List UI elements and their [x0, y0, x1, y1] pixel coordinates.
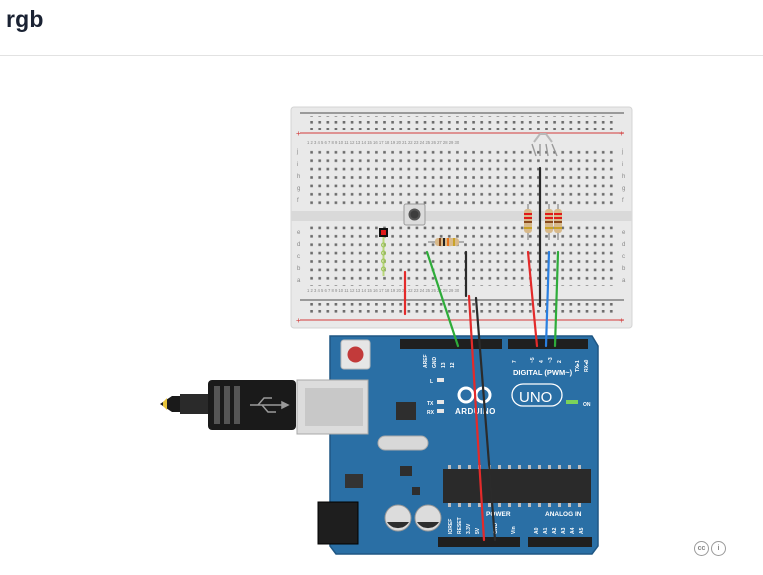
svg-text:a: a [297, 278, 301, 284]
svg-text:c: c [297, 254, 300, 260]
push-button[interactable] [403, 203, 426, 226]
pin-13-label: 13 [441, 362, 447, 368]
svg-text:j: j [621, 149, 623, 155]
digital-label: DIGITAL (PWM~) [513, 368, 573, 377]
svg-text:+: + [619, 129, 624, 138]
svg-text:i: i [622, 162, 623, 168]
svg-text:c: c [622, 254, 625, 260]
pin-3-label: ~3 [548, 357, 554, 363]
power-label: POWER [486, 511, 511, 518]
row-letters: j i h g f e d c b a j i h g f e d c b a [296, 149, 626, 284]
a5-label: A5 [579, 527, 585, 534]
wire-green-pin3 [553, 250, 560, 348]
wire-red-5v [467, 294, 486, 542]
attribution-icon: i [711, 541, 726, 556]
ioref-label: IOREF [448, 519, 454, 534]
wire-blue-pin4 [544, 250, 551, 348]
column-numbers-bottom: 1 2 3 4 5 6 7 8 9 10 11 12 13 14 15 16 1… [307, 288, 460, 293]
license-icons: cc i [694, 541, 726, 556]
tx-pin-label: TX▸1 [575, 360, 581, 372]
5v-label: 5V [475, 527, 481, 534]
svg-text:1 2 3 4 5 6 7 8 9 10 11 12 13: 1 2 3 4 5 6 7 8 9 10 11 12 13 14 15 16 1… [307, 140, 460, 145]
svg-text:e: e [297, 230, 301, 236]
a1-label: A1 [543, 527, 549, 534]
rx-led-label: RX [427, 410, 435, 416]
column-numbers-top: 1 2 3 4 5 6 7 8 9 10 11 12 13 14 15 16 1… [307, 140, 460, 145]
wire-green-button [425, 250, 460, 348]
arduino-uno-board[interactable]: DIGITAL (PWM~) POWER ANALOG IN ARDUINO U… [296, 335, 599, 555]
gnd-power-label: GND [493, 523, 499, 535]
svg-text:+: + [296, 316, 301, 325]
svg-text:j: j [296, 149, 298, 155]
a4-label: A4 [570, 527, 576, 534]
rx-pin-label: RX◂0 [584, 360, 590, 372]
wires[interactable] [403, 166, 560, 542]
on-label: ON [583, 402, 591, 408]
analog-label: ANALOG IN [545, 511, 582, 518]
pin-2-label: 2 [557, 360, 563, 363]
breadboard[interactable]: + + 1 2 3 4 5 6 7 8 9 10 11 12 13 14 15 … [290, 106, 633, 329]
button-resistor[interactable] [428, 238, 464, 246]
svg-text:f: f [622, 198, 624, 204]
a2-label: A2 [552, 527, 558, 534]
svg-text:b: b [297, 266, 301, 272]
title-divider [0, 55, 763, 56]
led-resistors[interactable] [524, 204, 562, 240]
svg-text:g: g [622, 186, 625, 192]
indicator-led[interactable] [379, 228, 388, 276]
page-title: rgb [6, 6, 44, 32]
svg-text:1 2 3 4 5 6 7 8 9 10 11 12 13: 1 2 3 4 5 6 7 8 9 10 11 12 13 14 15 16 1… [307, 288, 460, 293]
svg-text:+: + [296, 129, 301, 138]
gnd-pin-label: GND [432, 357, 438, 369]
wire-red-pin5 [526, 250, 539, 348]
pin-7-label: 7 [512, 360, 518, 363]
usb-icon [250, 397, 290, 413]
svg-text:d: d [297, 242, 300, 248]
svg-text:b: b [622, 266, 626, 272]
pin-5-label: ~5 [530, 357, 536, 363]
a3-label: A3 [561, 527, 567, 534]
reset-label: RESET [457, 517, 463, 534]
svg-text:a: a [622, 278, 626, 284]
aref-pin-label: AREF [423, 354, 429, 368]
svg-text:f: f [297, 198, 299, 204]
rgb-led[interactable] [531, 133, 558, 157]
3v3-label: 3.3V [466, 523, 472, 534]
usb-cable[interactable] [160, 380, 296, 430]
svg-text:i: i [297, 162, 298, 168]
l-led-label: L [430, 379, 433, 385]
a0-label: A0 [534, 527, 540, 534]
cc-icon: cc [694, 541, 709, 556]
svg-text:h: h [622, 174, 625, 180]
pin-4-label: 4 [539, 360, 545, 363]
svg-text:d: d [622, 242, 625, 248]
vin-label: Vin [511, 526, 517, 534]
svg-text:h: h [297, 174, 300, 180]
svg-text:e: e [622, 230, 626, 236]
uno-label: UNO [519, 389, 552, 406]
svg-text:g: g [297, 186, 300, 192]
svg-text:+: + [619, 316, 624, 325]
wire-black-gnd [474, 296, 497, 542]
circuit-canvas[interactable]: + + 1 2 3 4 5 6 7 8 9 10 11 12 13 14 15 … [0, 56, 763, 570]
pin-12-label: 12 [450, 362, 456, 368]
tx-led-label: TX [427, 401, 434, 407]
